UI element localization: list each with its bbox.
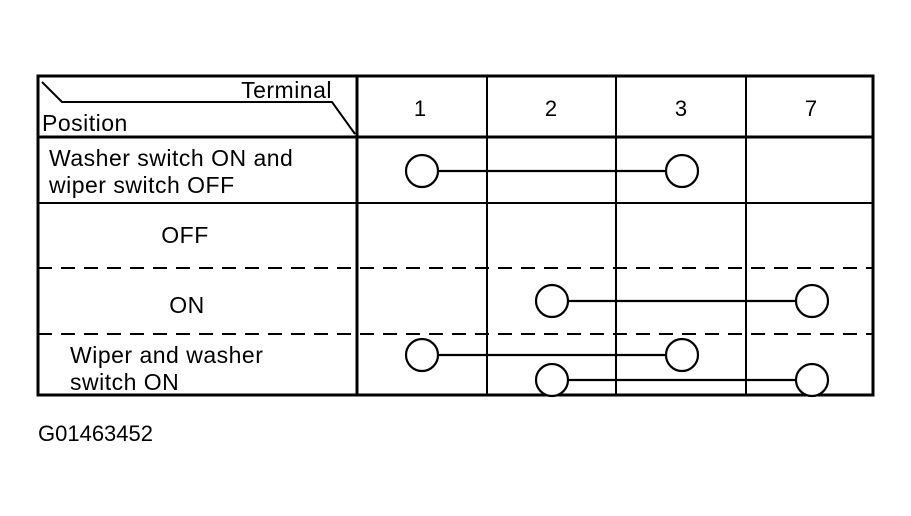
- terminal-circle: [664, 337, 700, 373]
- row-label: wiper switch OFF: [48, 172, 235, 198]
- row-label: Wiper and washer: [70, 342, 263, 368]
- corner-diagonal: [41, 81, 356, 135]
- terminal-circle: [794, 362, 830, 398]
- row-label: OFF: [161, 222, 209, 248]
- terminal-header: 1: [414, 96, 426, 121]
- terminal-header: 3: [675, 96, 687, 121]
- terminal-circle: [664, 153, 700, 189]
- terminal-circle: [404, 153, 440, 189]
- terminal-circle: [404, 337, 440, 373]
- connections-layer: [404, 153, 830, 398]
- terminal-circle: [534, 283, 570, 319]
- corner-label-terminal: Terminal: [241, 77, 332, 103]
- terminal-circle: [534, 362, 570, 398]
- figure-id: G01463452: [38, 421, 153, 446]
- corner-label-position: Position: [42, 110, 128, 136]
- terminal-circle: [794, 283, 830, 319]
- row-label: Washer switch ON and: [49, 145, 293, 171]
- terminal-header: 7: [805, 96, 817, 121]
- row-label: ON: [169, 292, 205, 318]
- terminal-header: 2: [545, 96, 557, 121]
- row-label: switch ON: [70, 369, 179, 395]
- table-border: [36, 74, 875, 397]
